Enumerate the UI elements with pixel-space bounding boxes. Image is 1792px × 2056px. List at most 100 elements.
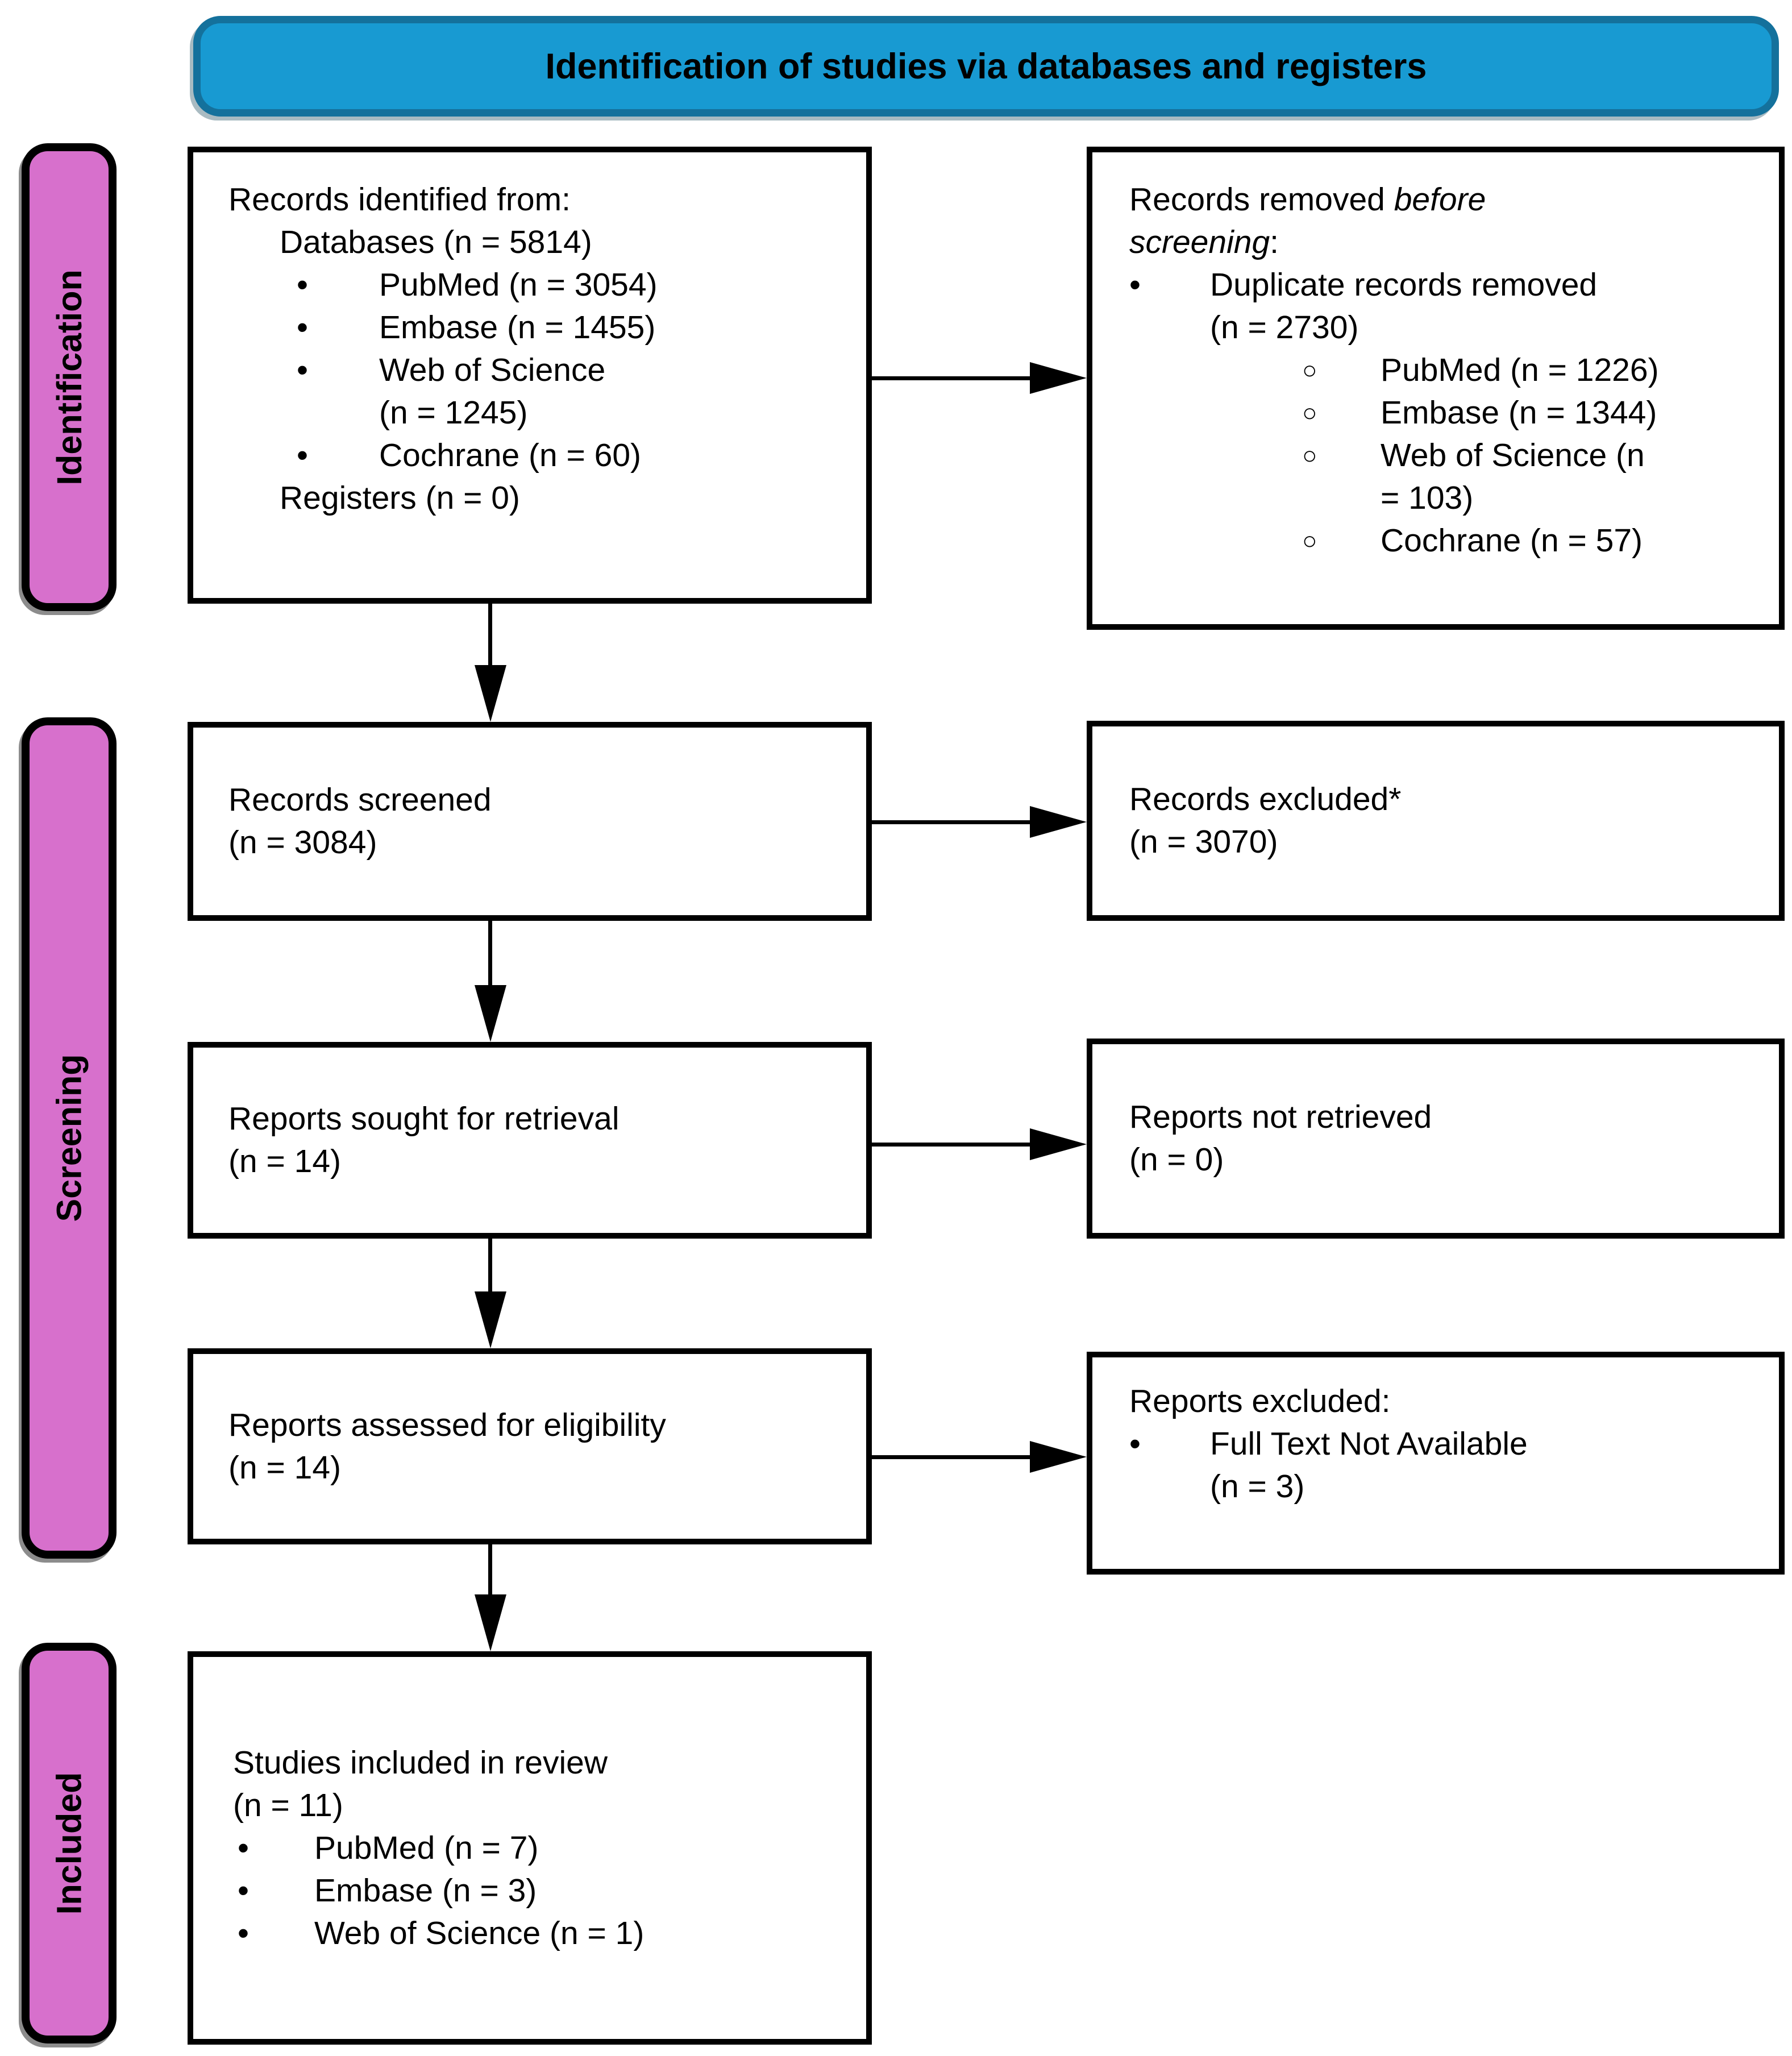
list-item-text: PubMed (n = 3054) <box>379 267 658 303</box>
list-item: • Duplicate records removed (n = 2730) <box>1129 264 1768 349</box>
box-studies-included: Studies included in review (n = 11) • Pu… <box>188 1651 872 2045</box>
list-item-text: Embase (n = 1455) <box>379 309 656 346</box>
box-reports-not-retrieved: Reports not retrieved (n = 0) <box>1087 1039 1785 1239</box>
bullet-icon: • <box>297 309 308 346</box>
list-item: • PubMed (n = 7) <box>238 1827 866 1870</box>
arrow-sought-to-not-retrieved-line <box>872 1143 1030 1147</box>
arrow-sought-to-not-retrieved-head <box>1030 1128 1087 1160</box>
text-line: Studies included in review <box>233 1744 608 1781</box>
list-item-text: Cochrane (n = 60) <box>379 437 642 473</box>
list-item-text: Embase (n = 3) <box>314 1872 537 1909</box>
stage-label-screening: Screening <box>22 717 117 1559</box>
text-line: Reports excluded: <box>1129 1383 1391 1419</box>
text-line: (n = 14) <box>228 1449 342 1486</box>
arrow-screened-to-excluded-head <box>1030 806 1087 838</box>
text-line: Records removed before screening: <box>1129 178 1539 264</box>
box-records-excluded: Records excluded* (n = 3070) <box>1087 721 1785 921</box>
stage-label-identification-text: Identification <box>49 269 89 485</box>
arrow-screened-to-excluded-line <box>872 820 1030 824</box>
arrow-identified-to-removed-head <box>1030 362 1087 394</box>
text-line: Web of Science <box>379 352 606 388</box>
arrow-assessed-to-included-line <box>488 1544 492 1594</box>
list-item-text: Web of Science (n = 1245) <box>379 349 605 434</box>
arrow-sought-to-assessed-line <box>488 1239 492 1291</box>
arrow-identified-to-removed-line <box>872 376 1030 380</box>
text-line: Reports sought for retrieval <box>228 1100 619 1137</box>
arrow-identified-to-screened-head <box>475 665 506 722</box>
list-item: • Embase (n = 3) <box>238 1870 866 1912</box>
sub-list-item: ○ Embase (n = 1344) <box>1302 392 1768 434</box>
text-line: Reports not retrieved <box>1129 1099 1432 1135</box>
text-line: (n = 14) <box>228 1143 342 1179</box>
box-records-identified: Records identified from: Databases (n = … <box>188 147 872 604</box>
header-banner: Identification of studies via databases … <box>193 16 1779 117</box>
bullet-icon: • <box>297 352 308 388</box>
text-line: (n = 1245) <box>379 394 528 431</box>
text-segment: : <box>1270 224 1279 260</box>
text-line: (n = 3070) <box>1129 824 1278 860</box>
sub-list-item-text: Web of Science (n = 103) <box>1381 434 1645 520</box>
list-item-text: PubMed (n = 7) <box>314 1829 539 1866</box>
circle-icon: ○ <box>1302 356 1317 384</box>
header-title: Identification of studies via databases … <box>545 46 1427 86</box>
text-line: Reports assessed for eligibility <box>228 1406 666 1443</box>
list-item-text: Duplicate records removed (n = 2730) <box>1210 264 1597 349</box>
circle-icon: ○ <box>1302 527 1317 555</box>
arrow-assessed-to-included-head <box>475 1594 506 1651</box>
list-item-text: Web of Science (n = 1) <box>314 1914 645 1951</box>
circle-icon: ○ <box>1302 399 1317 427</box>
list-item: • Web of Science (n = 1) <box>238 1912 866 1955</box>
bullet-icon: • <box>238 1829 249 1866</box>
text-segment: Records removed <box>1129 181 1394 218</box>
arrow-sought-to-assessed-head <box>475 1291 506 1348</box>
sub-list-item: ○ Web of Science (n = 103) <box>1302 434 1768 520</box>
text-segment-italic: before screening <box>1129 181 1486 260</box>
arrow-screened-to-sought-line <box>488 921 492 985</box>
stage-label-identification: Identification <box>22 143 117 611</box>
list-item: • PubMed (n = 3054) <box>297 264 852 306</box>
arrow-assessed-to-reports-excluded-head <box>1030 1441 1087 1473</box>
bullet-icon: • <box>1129 267 1141 303</box>
sub-list-item-text: Embase (n = 1344) <box>1381 394 1657 431</box>
box-records-screened: Records screened (n = 3084) <box>188 722 872 921</box>
list-item: • Embase (n = 1455) <box>297 306 852 349</box>
arrow-identified-to-screened-line <box>488 604 492 665</box>
sub-list-item: ○ PubMed (n = 1226) <box>1302 349 1768 392</box>
box-reports-sought: Reports sought for retrieval (n = 14) <box>188 1042 872 1239</box>
text-line: = 103) <box>1381 480 1474 516</box>
text-line: Full Text Not Available <box>1210 1426 1528 1462</box>
text-line: Records identified from: <box>228 181 571 218</box>
bullet-icon: • <box>297 437 308 473</box>
text-line: (n = 11) <box>233 1787 343 1824</box>
sub-list-item-text: Cochrane (n = 57) <box>1381 522 1643 559</box>
list-item-text: Full Text Not Available (n = 3) <box>1210 1423 1528 1508</box>
stage-label-included-text: Included <box>49 1772 89 1914</box>
text-line: (n = 0) <box>1129 1141 1224 1178</box>
text-line: (n = 3) <box>1210 1468 1305 1505</box>
list-item: • Web of Science (n = 1245) <box>297 349 852 434</box>
list-item: • Full Text Not Available (n = 3) <box>1129 1423 1768 1508</box>
box-reports-assessed: Reports assessed for eligibility (n = 14… <box>188 1348 872 1544</box>
text-line: (n = 2730) <box>1210 309 1359 346</box>
sub-list-item: ○ Cochrane (n = 57) <box>1302 520 1768 562</box>
text-line: Records excluded* <box>1129 781 1402 817</box>
text-line: Duplicate records removed <box>1210 267 1598 303</box>
text-line: Web of Science (n <box>1381 437 1645 473</box>
bullet-icon: • <box>238 1914 249 1951</box>
circle-icon: ○ <box>1302 442 1317 470</box>
stage-label-included: Included <box>22 1643 117 2043</box>
box-records-removed: Records removed before screening: • Dupl… <box>1087 147 1785 630</box>
box-reports-excluded: Reports excluded: • Full Text Not Availa… <box>1087 1352 1785 1575</box>
bullet-icon: • <box>297 267 308 303</box>
arrow-screened-to-sought-head <box>475 985 506 1042</box>
text-line: Records screened <box>228 782 492 818</box>
arrow-assessed-to-reports-excluded-line <box>872 1455 1030 1459</box>
list-item: • Cochrane (n = 60) <box>297 434 852 477</box>
sub-list-item-text: PubMed (n = 1226) <box>1381 352 1659 388</box>
bullet-icon: • <box>1129 1426 1141 1462</box>
stage-label-screening-text: Screening <box>49 1054 89 1222</box>
bullet-icon: • <box>238 1872 249 1909</box>
text-line: (n = 3084) <box>228 824 377 861</box>
text-line: Databases (n = 5814) <box>280 224 592 260</box>
